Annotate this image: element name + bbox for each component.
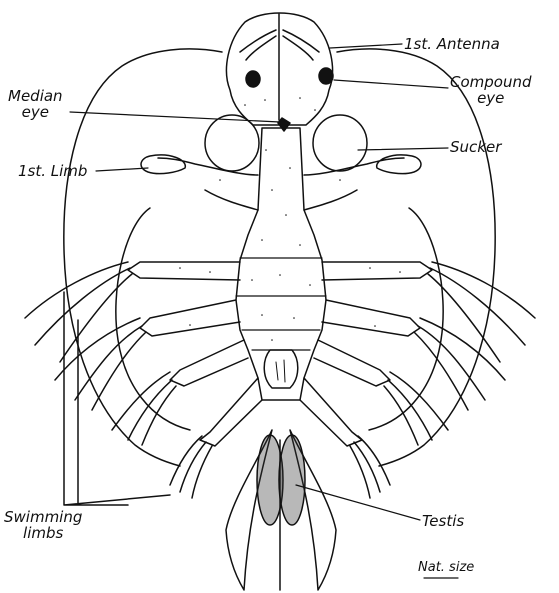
- sucker-right: [313, 115, 367, 171]
- sucker-left: [205, 115, 259, 171]
- label-first-antenna: 1st. Antenna: [404, 36, 500, 52]
- genital-segment: [264, 350, 298, 388]
- label-sucker: Sucker: [450, 139, 501, 155]
- label-swimming-limbs-line2: limbs: [4, 525, 82, 541]
- label-swimming-limbs-line1: Swimming: [4, 509, 82, 525]
- first-limb-left: [141, 155, 258, 210]
- compound-eye-left: [246, 71, 260, 87]
- label-compound-eye: Compound eye: [450, 74, 532, 106]
- median-eye: [278, 118, 290, 131]
- label-testis: Testis: [422, 513, 464, 529]
- label-scale: Nat. size: [418, 560, 474, 576]
- testis-right: [279, 435, 305, 525]
- label-compound-eye-line2: eye: [450, 90, 532, 106]
- carapace-inner-line: [116, 208, 443, 430]
- label-median-eye-line1: Median: [8, 88, 63, 104]
- label-first-limb: 1st. Limb: [18, 163, 87, 179]
- swimming-limbs-left: [25, 262, 262, 498]
- label-median-eye: Median eye: [8, 88, 63, 120]
- compound-eye-right: [319, 68, 333, 84]
- label-swimming-limbs: Swimming limbs: [4, 509, 82, 541]
- label-median-eye-line2: eye: [8, 104, 63, 120]
- body-trunk: [236, 128, 326, 400]
- label-compound-eye-line1: Compound: [450, 74, 532, 90]
- swimming-limbs-right: [300, 262, 535, 498]
